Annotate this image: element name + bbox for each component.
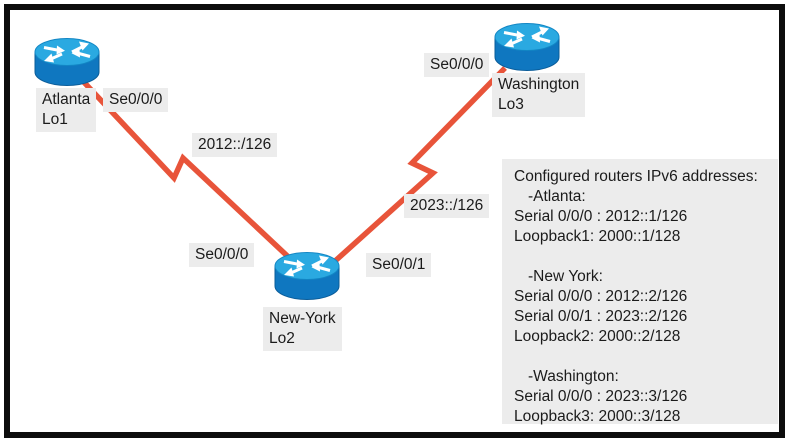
label-interface-newyork-se000: Se0/0/0	[189, 243, 255, 267]
infobox-line: Serial 0/0/0 : 2023::3/126	[514, 388, 688, 405]
router-name: New-York	[269, 310, 336, 327]
router-name: Washington	[498, 76, 580, 93]
router-loopback: Lo3	[498, 96, 524, 113]
label-interface-newyork-se001: Se0/0/1	[366, 253, 432, 277]
infobox-title: Configured routers IPv6 addresses:	[514, 168, 758, 185]
infobox-line: Serial 0/0/1 : 2023::2/126	[514, 308, 688, 325]
router-loopback: Lo1	[42, 111, 68, 128]
infobox-spacer	[514, 347, 772, 367]
label-router-atlanta: Atlanta Lo1	[36, 88, 97, 132]
infobox-line: Loopback2: 2000::2/128	[514, 328, 681, 345]
infobox-section-newyork: -New York:	[528, 268, 603, 285]
infobox-line: Serial 0/0/0 : 2012::1/126	[514, 208, 688, 225]
label-router-newyork: New-York Lo2	[263, 307, 342, 351]
router-washington-icon	[493, 22, 561, 74]
ipv6-config-infobox: Configured routers IPv6 addresses: -Atla…	[502, 159, 778, 425]
label-interface-washington-se000: Se0/0/0	[424, 53, 490, 77]
router-atlanta-icon	[33, 37, 101, 89]
label-network-2012: 2012::/126	[192, 133, 278, 157]
serial-link-atlanta-newyork	[77, 76, 300, 269]
infobox-line: Loopback3: 2000::3/128	[514, 408, 681, 425]
infobox-line: Serial 0/0/0 : 2012::2/126	[514, 288, 688, 305]
label-router-washington: Washington Lo3	[492, 73, 586, 117]
router-loopback: Lo2	[269, 330, 295, 347]
router-name: Atlanta	[42, 91, 91, 108]
infobox-line: Loopback1: 2000::1/128	[514, 228, 681, 245]
router-newyork-icon	[273, 251, 341, 303]
label-interface-atlanta-se000: Se0/0/0	[103, 88, 169, 112]
label-network-2023: 2023::/126	[404, 194, 490, 218]
infobox-section-atlanta: -Atlanta:	[528, 188, 586, 205]
infobox-spacer	[514, 247, 772, 267]
serial-link-washington-newyork	[332, 66, 507, 265]
infobox-section-washington: -Washington:	[528, 368, 619, 385]
